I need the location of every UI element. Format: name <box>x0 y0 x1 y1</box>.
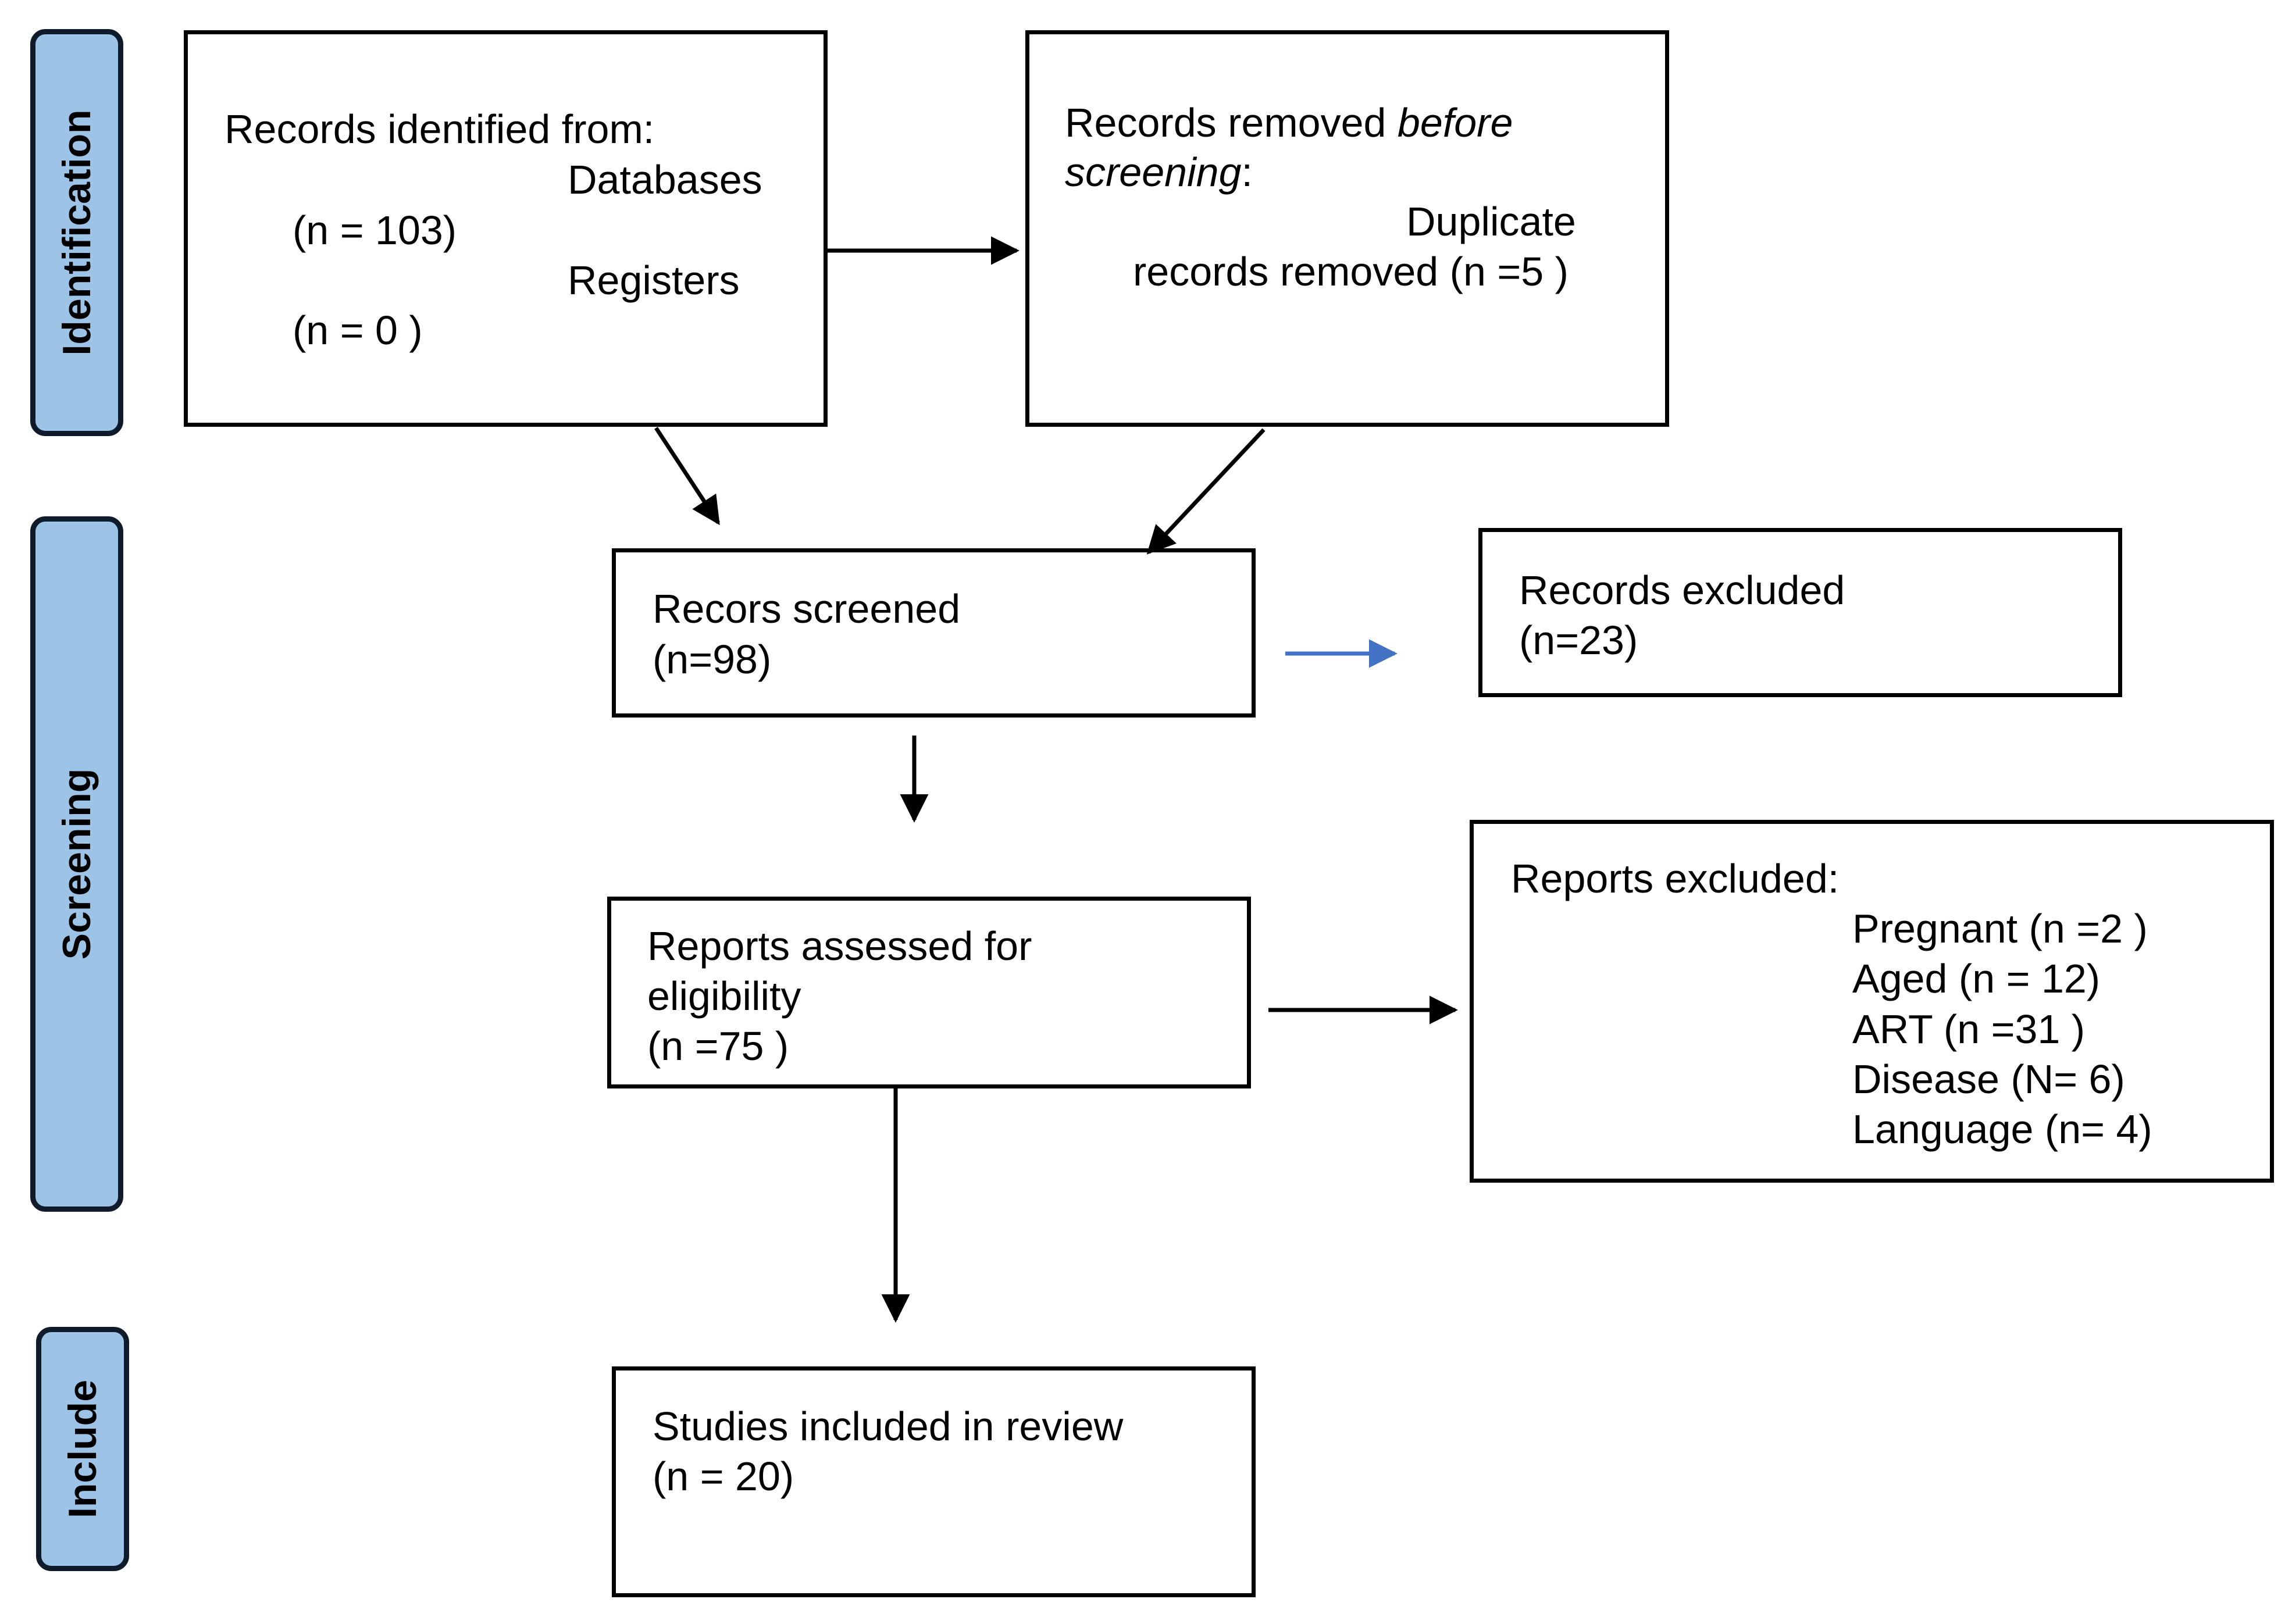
studies-included-box <box>612 1366 1256 1597</box>
records-removed-line1-text: Records removed <box>1065 100 1398 145</box>
reports-assessed-line2: eligibility <box>647 973 801 1019</box>
studies-included-title: Studies included in review <box>653 1404 1124 1449</box>
records-excluded-title: Records excluded <box>1519 567 1845 613</box>
phase-identification: Identification <box>30 29 123 436</box>
records-identified-box <box>184 30 828 427</box>
databases-label: Databases <box>568 157 762 202</box>
records-screened-box <box>612 548 1256 718</box>
records-removed-before: before <box>1397 100 1513 145</box>
phase-include: Include <box>36 1327 129 1571</box>
registers-label: Registers <box>568 258 740 303</box>
records-screened-count: (n=98) <box>653 637 772 682</box>
records-removed-screening: screening <box>1065 149 1242 195</box>
records-removed-box <box>1025 30 1669 427</box>
records-excluded-count: (n=23) <box>1519 618 1638 663</box>
duplicate-label: Duplicate <box>1406 199 1576 244</box>
reason-pregnant: Pregnant (n =2 ) <box>1852 906 2148 951</box>
records-removed-line2: screening: <box>1065 152 1253 192</box>
reports-assessed-count: (n =75 ) <box>647 1023 789 1069</box>
records-excluded-box <box>1478 528 2122 697</box>
reports-assessed-box <box>607 897 1251 1088</box>
reports-assessed-line1: Reports assessed for <box>647 923 1032 969</box>
records-removed-colon: : <box>1241 149 1253 195</box>
reason-disease: Disease (N= 6) <box>1852 1057 2125 1102</box>
arrow-identified-to-screened <box>654 427 720 526</box>
arrow-removed-to-screened <box>1146 428 1266 555</box>
studies-included-count: (n = 20) <box>653 1454 794 1499</box>
registers-count: (n = 0 ) <box>293 308 423 353</box>
records-identified-title: Records identified from: <box>224 106 655 152</box>
reason-art: ART (n =31 ) <box>1852 1006 2086 1052</box>
reports-excluded-title: Reports excluded: <box>1511 856 1840 901</box>
reports-excluded-box <box>1470 820 2274 1183</box>
databases-count: (n = 103) <box>293 208 457 253</box>
reason-language: Language (n= 4) <box>1852 1107 2152 1152</box>
records-screened-title: Recors screened <box>653 586 961 631</box>
duplicate-count: records removed (n =5 ) <box>1133 249 1569 294</box>
records-removed-line1: Records removed before <box>1065 102 1513 143</box>
reason-aged: Aged (n = 12) <box>1852 956 2101 1001</box>
phase-screening: Screening <box>30 516 123 1212</box>
